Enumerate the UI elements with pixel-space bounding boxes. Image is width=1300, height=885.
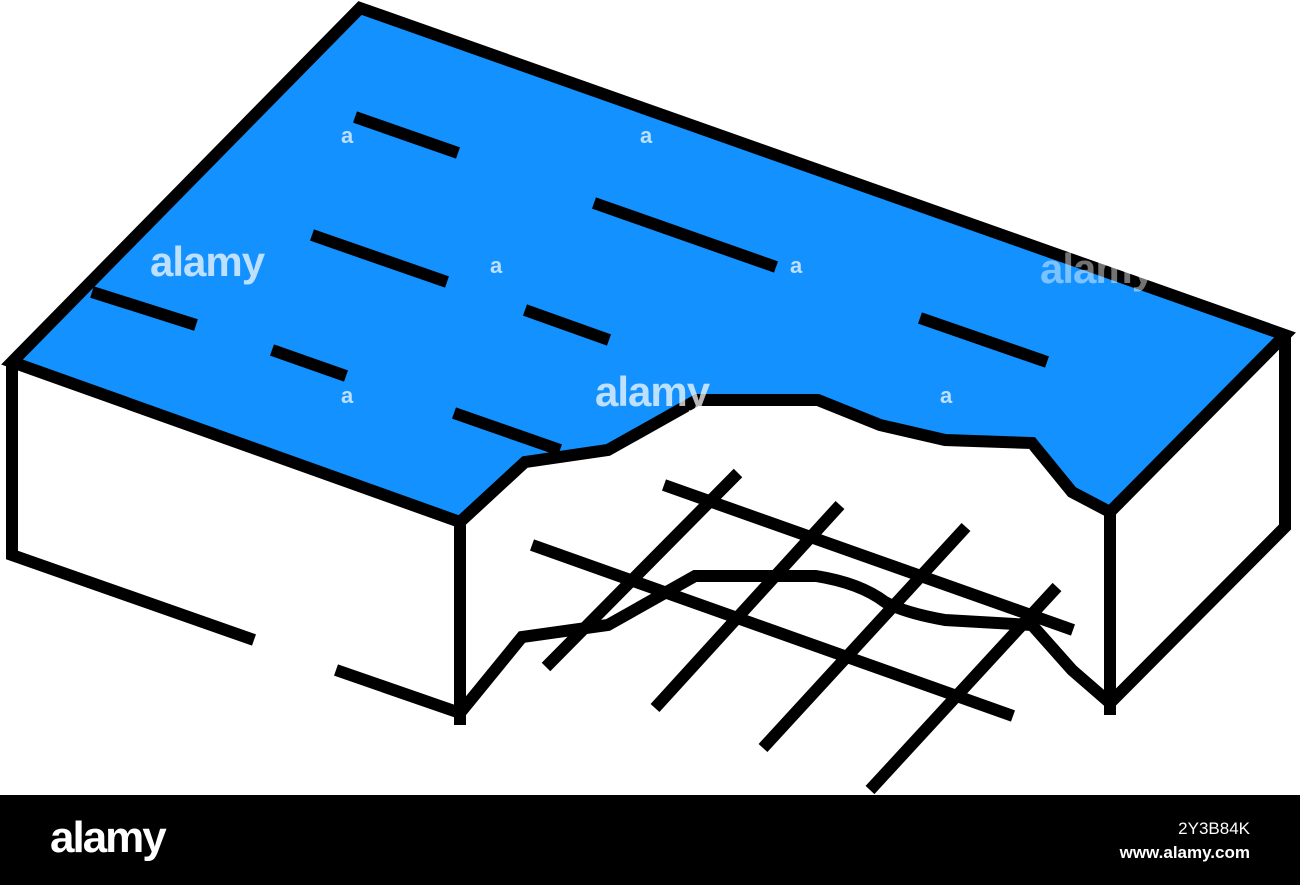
rebar-line [529,539,1016,722]
left-block-edge [6,362,256,646]
rebar-line [661,479,1076,636]
water-ripple [918,312,1049,368]
right-block-side [1105,335,1291,708]
collapsed-ground-edge [455,570,1114,717]
water-ripple [353,111,460,159]
rebar-line [541,468,743,672]
water-ripple [452,407,562,456]
water-ripple [310,229,449,288]
flood-ground-illustration [1,1,1296,795]
water-ripple [90,286,198,331]
rebar-line [758,522,971,753]
water-ripple [522,304,612,346]
image-id: 2Y3B84K [1178,819,1250,838]
left-block-bottom [334,664,462,719]
water-ripple [592,197,778,273]
water-surface [1,1,1296,529]
water-ripple [270,344,348,382]
rebar-line [650,500,845,713]
footer-bar: alamy 2Y3B84K www.alamy.com [0,795,1300,885]
alamy-logo: alamy [50,813,167,862]
site-url: www.alamy.com [1119,843,1250,862]
rebar-line [865,582,1062,795]
